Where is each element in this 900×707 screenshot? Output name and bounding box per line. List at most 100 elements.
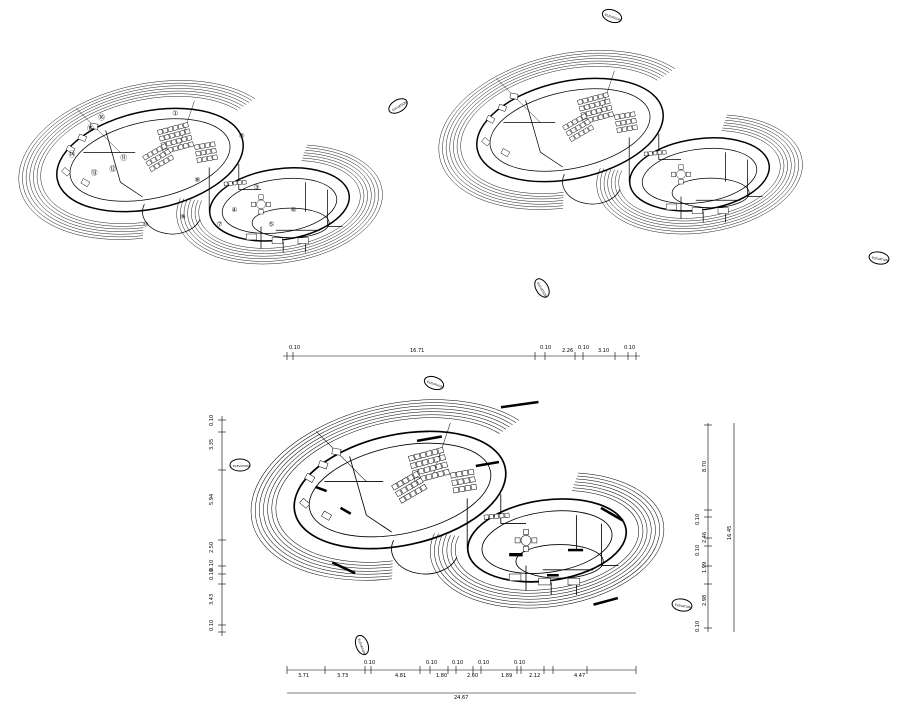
terrace-arc	[600, 117, 799, 232]
seat	[150, 156, 157, 164]
partition-wall	[540, 151, 563, 168]
desk	[509, 92, 519, 100]
seat	[614, 114, 620, 120]
seat	[162, 127, 169, 134]
seat	[419, 451, 427, 459]
elevation-tag-marker	[354, 634, 370, 656]
terrace-arc	[194, 157, 365, 252]
seat	[577, 98, 584, 105]
seat	[165, 140, 172, 147]
chair	[685, 171, 691, 177]
seat	[146, 151, 154, 158]
chair	[531, 537, 538, 544]
seat	[172, 145, 179, 152]
seat	[441, 461, 449, 469]
terrace-arc	[40, 96, 238, 224]
round-table	[256, 199, 266, 210]
elevation-tag-label: ELEVATION	[536, 281, 548, 297]
partition-wall	[349, 456, 367, 516]
elevation-tag-label: ELEVATION	[233, 464, 249, 468]
dim-right-total: 16.45	[727, 526, 733, 540]
seat	[437, 470, 445, 478]
courtyard-ring	[641, 147, 758, 204]
leader-line	[75, 108, 121, 153]
seat	[587, 124, 595, 132]
seat	[464, 484, 472, 492]
seat	[582, 97, 589, 104]
desk	[89, 122, 99, 130]
seat	[415, 477, 424, 485]
seat	[652, 150, 658, 156]
seat	[186, 134, 193, 141]
room-number: ⑩	[143, 221, 149, 229]
desk	[691, 207, 703, 214]
main-hall-wall	[56, 107, 244, 213]
dim-top-3: 2.26	[562, 348, 573, 354]
dim-right-0: 8.70	[702, 461, 708, 472]
seat	[414, 486, 423, 495]
seat	[437, 446, 445, 454]
seat	[601, 106, 608, 113]
inner-ring	[69, 118, 231, 202]
terrace-arc	[460, 66, 658, 194]
chair	[251, 201, 257, 207]
dim-right-2: 2.46	[702, 532, 708, 543]
seat	[142, 153, 149, 161]
dim-right-5: 2.98	[702, 595, 708, 606]
seat	[576, 115, 583, 123]
terrace-arc	[18, 80, 256, 240]
dim-left-2: 5.94	[209, 494, 215, 505]
terrace-arc	[29, 88, 247, 232]
seat	[451, 479, 458, 486]
seat	[585, 110, 592, 117]
dim-bottom-9: 1.89	[501, 673, 512, 679]
seat	[205, 148, 212, 155]
main-hall-wall	[293, 430, 507, 550]
seat	[439, 454, 447, 462]
terrace-arc	[442, 52, 673, 208]
elevation-tag-label: ELEVATION	[426, 380, 443, 389]
desk	[508, 573, 522, 581]
dimension-line-top: 0.10 16.71 0.10 2.26 0.10 3.10 0.10	[283, 345, 640, 360]
wing-wall	[466, 498, 628, 583]
seat	[228, 181, 233, 186]
seat	[395, 489, 403, 498]
desk	[317, 460, 329, 470]
leader-line	[495, 78, 541, 123]
seat	[597, 93, 604, 100]
seat	[223, 181, 229, 187]
seat	[615, 120, 621, 127]
furniture-dark	[416, 435, 443, 443]
lobby-arc	[142, 204, 201, 235]
seat	[580, 113, 588, 120]
seat	[624, 112, 631, 118]
desk	[485, 114, 496, 124]
furniture-dark	[331, 561, 356, 575]
terrace-arc	[456, 63, 661, 197]
seat	[182, 142, 189, 149]
seat	[562, 123, 569, 131]
terrace-arc	[614, 127, 785, 222]
seat	[156, 145, 163, 153]
terrace-arc	[445, 55, 670, 205]
seat	[631, 117, 637, 124]
elevation-tag: ELEVATION	[423, 375, 445, 391]
elevation-tag-marker	[534, 278, 550, 298]
seat	[163, 134, 170, 141]
seat	[657, 150, 662, 155]
desk	[500, 148, 511, 157]
seat	[167, 126, 174, 133]
round-table	[676, 169, 686, 180]
terrace-arc	[25, 85, 250, 235]
seat	[148, 165, 156, 172]
seat	[643, 151, 649, 157]
seat	[169, 132, 176, 139]
terrace-arc	[275, 417, 500, 563]
seat	[401, 476, 410, 485]
elevation-tag-marker	[423, 375, 445, 391]
terrace-arc	[618, 130, 781, 219]
seat	[648, 151, 653, 156]
room-number: ⑤	[268, 221, 274, 229]
